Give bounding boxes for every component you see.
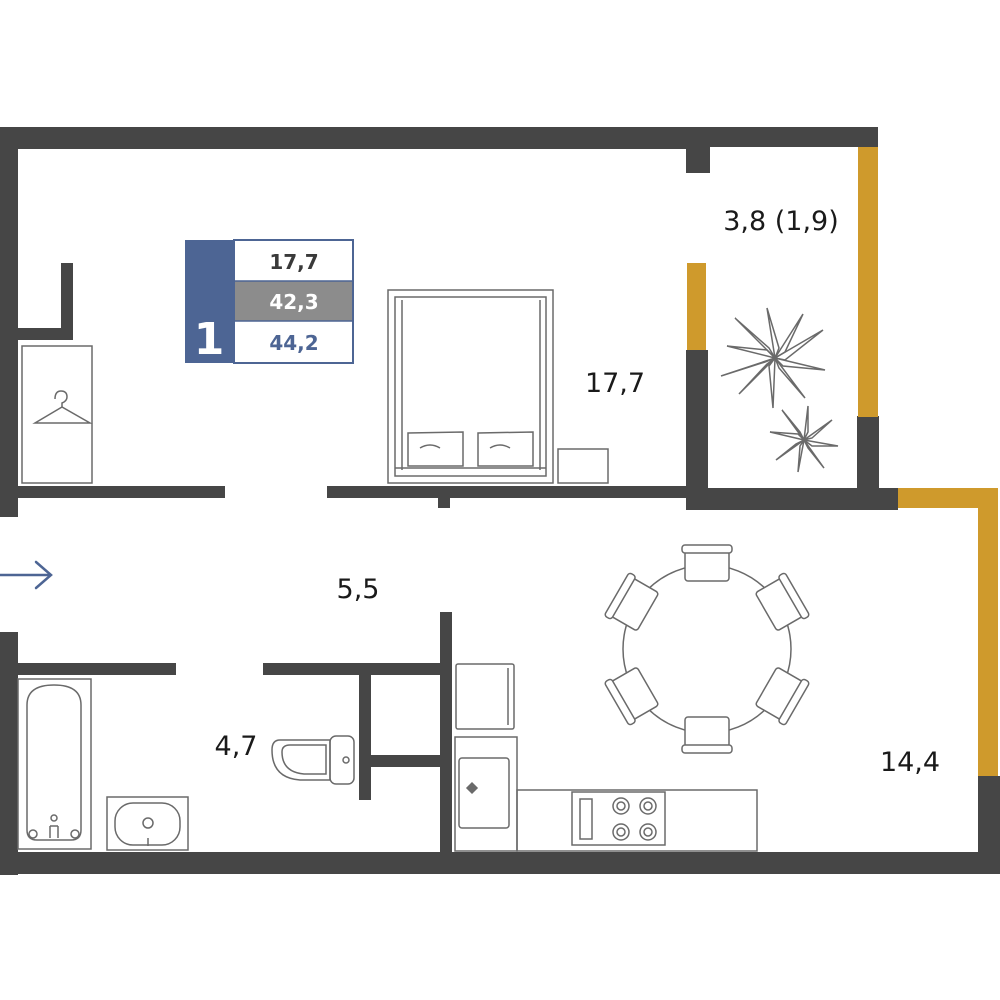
entrance-arrow-icon: [0, 560, 53, 590]
total-area: 44,2: [269, 331, 318, 355]
living-area: 17,7: [269, 250, 318, 274]
kitchen-sink-icon: [454, 736, 518, 852]
bed-icon: [387, 289, 554, 484]
bedside-table: [557, 448, 609, 484]
bedroom-area: 17,7: [585, 368, 645, 399]
kitchen-area: 14,4: [880, 747, 940, 778]
fridge-icon: [455, 663, 515, 730]
hallway-area: 5,5: [337, 574, 380, 605]
bathtub-icon: [17, 678, 92, 850]
apartment-badge: 1 17,7 42,3 44,2: [185, 239, 354, 365]
hanger-icon: [32, 390, 93, 424]
closet: [21, 345, 93, 484]
room-count: 1: [194, 314, 225, 365]
area-without-balcony: 42,3: [269, 290, 318, 314]
stove-icon: [571, 791, 666, 846]
windows: [687, 147, 998, 776]
sink-icon: [106, 796, 189, 851]
balcony-area: 3,8 (1,9): [723, 206, 839, 237]
toilet-icon: [271, 735, 355, 785]
plant-icon: [720, 307, 839, 473]
dining-table-icon: [604, 544, 810, 754]
walls: [0, 127, 1000, 875]
kitchen-counter: [516, 789, 758, 852]
bathroom-area: 4,7: [215, 731, 258, 762]
